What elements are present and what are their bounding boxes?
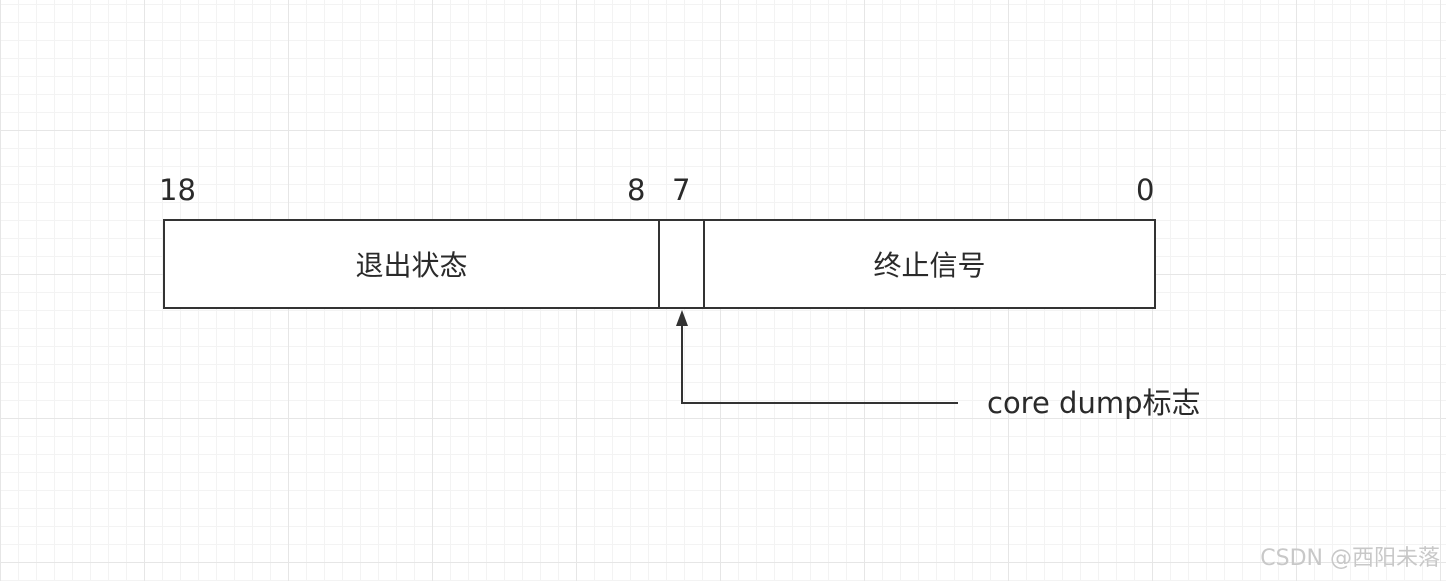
bit-label-18: 18 xyxy=(159,173,196,207)
field-exit-status-label: 退出状态 xyxy=(355,249,468,282)
bit-label-0: 0 xyxy=(1136,173,1155,207)
field-term-signal: 终止信号 xyxy=(703,219,1156,309)
watermark: CSDN @西阳未落 xyxy=(1260,546,1440,571)
field-core-dump-bit xyxy=(658,219,705,309)
callout-connector-line xyxy=(681,324,958,404)
field-exit-status: 退出状态 xyxy=(163,219,660,309)
callout-label: core dump标志 xyxy=(987,386,1201,420)
bit-label-7: 7 xyxy=(672,173,691,207)
bit-label-8: 8 xyxy=(627,173,646,207)
field-term-signal-label: 终止信号 xyxy=(873,249,986,282)
arrow-head-icon xyxy=(676,310,688,326)
